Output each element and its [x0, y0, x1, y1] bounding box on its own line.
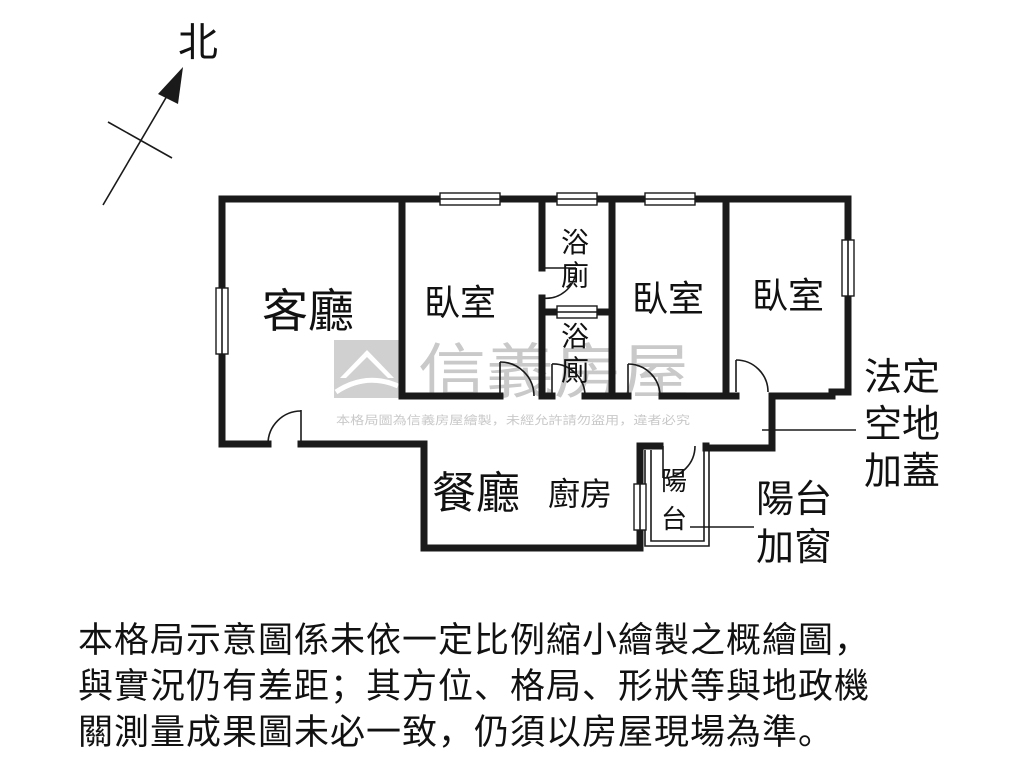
room-balcony-bottom: 台 — [661, 505, 687, 535]
annotation-legal-space-3: 加蓋 — [864, 449, 940, 493]
disclaimer-line-3: 關測量成果圖未必一致，仍須以房屋現場為準。 — [78, 713, 835, 753]
annotation-balcony-window-2: 加窗 — [756, 525, 832, 569]
room-bath-1-bottom: 廁 — [561, 259, 589, 292]
disclaimer: 本格局示意圖係未依一定比例縮小繪製之概繪圖， 與實況仍有差距；其方位、格局、形狀… — [78, 618, 978, 756]
annotation-leaders — [690, 429, 856, 528]
annotation-balcony-window-1: 陽台 — [756, 477, 832, 521]
annotation-legal-space-1: 法定 — [864, 355, 940, 399]
room-living: 客廳 — [262, 284, 354, 338]
compass-label: 北 — [178, 20, 218, 66]
room-kitchen: 廚房 — [548, 475, 612, 513]
disclaimer-line-1: 本格局示意圖係未依一定比例縮小繪製之概繪圖， — [78, 621, 871, 661]
room-dining: 餐廳 — [432, 468, 520, 519]
house-logo-icon — [334, 340, 400, 398]
room-bedroom-1: 臥室 — [424, 283, 496, 324]
watermark-notice: 本格局圖為信義房屋繪製，未經允許請勿盜用，違者必究 — [336, 413, 691, 427]
room-balcony-top: 陽 — [661, 467, 687, 497]
room-bedroom-2: 臥室 — [632, 279, 704, 320]
watermark: 信義房屋 本格局圖為信義房屋繪製，未經允許請勿盜用，違者必究 — [334, 338, 691, 427]
room-bath-2-top: 浴 — [561, 320, 589, 353]
windows — [215, 192, 855, 531]
room-bath-1-top: 浴 — [561, 226, 589, 259]
disclaimer-line-2: 與實況仍有差距；其方位、格局、形狀等與地政機 — [78, 667, 871, 707]
north-arrow-icon — [102, 67, 183, 206]
room-bedroom-3: 臥室 — [752, 276, 824, 317]
annotation-legal-space-2: 空地 — [864, 402, 940, 446]
doors — [267, 267, 769, 479]
interior-walls — [398, 195, 740, 552]
room-bath-2-bottom: 廁 — [561, 354, 589, 387]
